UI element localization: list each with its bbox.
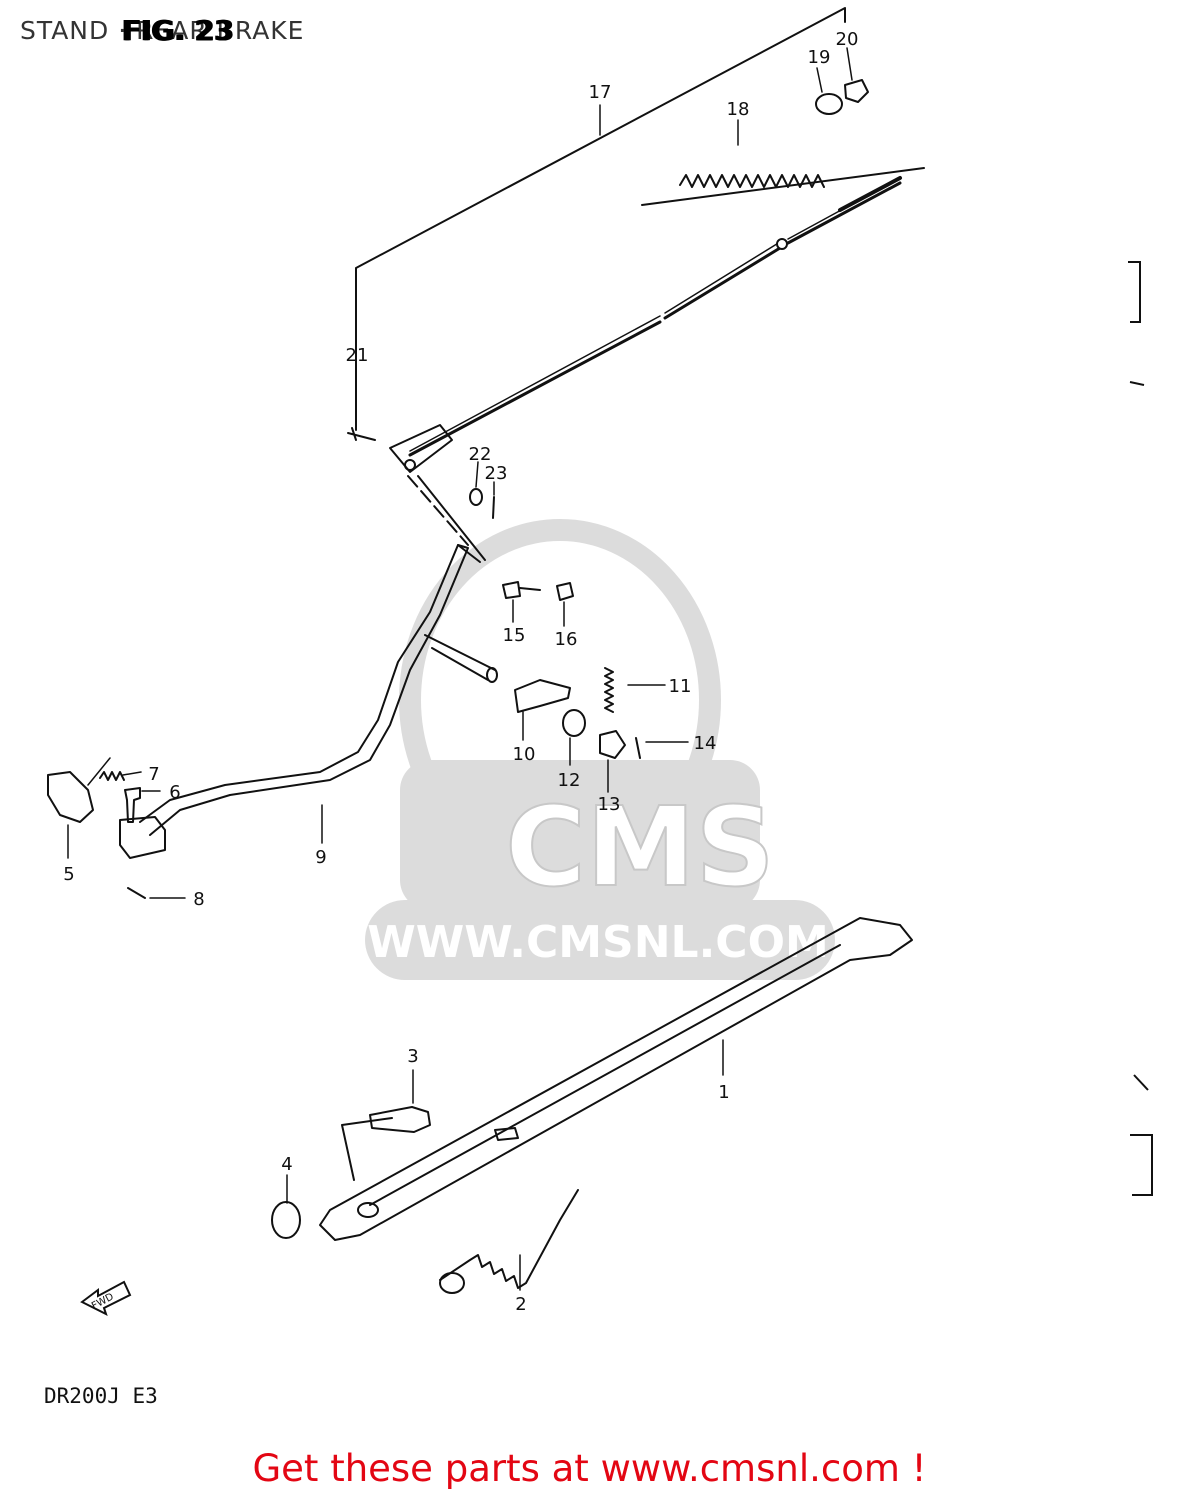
group-bracket-tip	[641, 167, 925, 206]
callout-7: 7	[148, 764, 159, 785]
bolt-3	[369, 1106, 431, 1133]
callout-19: 19	[808, 47, 831, 68]
scan-edge-marks	[1128, 261, 1153, 1196]
model-label: DR200J E3	[44, 1384, 158, 1408]
washer-22	[469, 488, 483, 506]
callout-4: 4	[281, 1154, 292, 1175]
callout-6: 6	[169, 782, 180, 803]
callout-10: 10	[513, 744, 536, 765]
callout-9: 9	[315, 847, 326, 868]
callout-12: 12	[558, 770, 581, 791]
callout-21: 21	[346, 345, 369, 366]
side-stand-1	[319, 917, 913, 1241]
cotter-pin-14	[635, 737, 641, 759]
figure-number: FIG. 23	[122, 14, 234, 47]
rod-spring-18	[679, 174, 825, 188]
callout-3: 3	[407, 1046, 418, 1067]
pin-8	[127, 887, 146, 899]
nut-20	[844, 79, 869, 103]
spring-7	[99, 771, 125, 781]
brake-rod	[408, 176, 902, 457]
cta-link[interactable]: Get these parts at www.cmsnl.com !	[252, 1447, 927, 1490]
spring-11	[604, 667, 614, 713]
page-title: STAND · REAR BRAKE	[20, 16, 305, 45]
nut-13	[599, 730, 626, 759]
washer-12	[562, 709, 586, 737]
watermark-brand: CMS	[505, 783, 774, 911]
callout-15: 15	[503, 625, 526, 646]
leader-lines	[67, 47, 853, 1291]
callout-11: 11	[669, 676, 692, 697]
callout-13: 13	[598, 794, 621, 815]
callout-16: 16	[555, 629, 578, 650]
callout-17: 17	[589, 82, 612, 103]
bolt-15	[502, 581, 541, 599]
plate-10	[514, 679, 571, 713]
callout-8: 8	[193, 889, 204, 910]
leader-dash-2	[417, 475, 486, 561]
brake-pedal-9	[139, 544, 469, 836]
leader-dash-1	[407, 475, 469, 546]
callout-23: 23	[485, 463, 508, 484]
spring-2	[439, 1189, 579, 1289]
nut-16	[556, 582, 574, 601]
nut-4	[271, 1201, 301, 1239]
watermark-url: WWW.CMSNL.COM	[367, 917, 829, 968]
callout-18: 18	[727, 99, 750, 120]
cotter-pin-23	[492, 496, 495, 519]
callout-5: 5	[63, 864, 74, 885]
pedal-tip-5	[47, 771, 94, 823]
callout-20: 20	[836, 29, 859, 50]
pin-21	[347, 427, 376, 441]
callouts: 1 2 3 4 5 6 7 8 9 10 11 12 13 14 15 16 1…	[63, 29, 858, 1315]
callout-2: 2	[515, 1294, 526, 1315]
fwd-arrow: FWD	[80, 1280, 132, 1316]
callout-14: 14	[694, 733, 717, 754]
clevis-joint	[389, 424, 453, 473]
callout-22: 22	[469, 444, 492, 465]
bolt-6	[124, 787, 141, 823]
joint-19	[815, 93, 843, 115]
callout-1: 1	[718, 1082, 729, 1103]
watermark-logo	[365, 519, 835, 980]
group-bracket-17	[355, 7, 846, 431]
